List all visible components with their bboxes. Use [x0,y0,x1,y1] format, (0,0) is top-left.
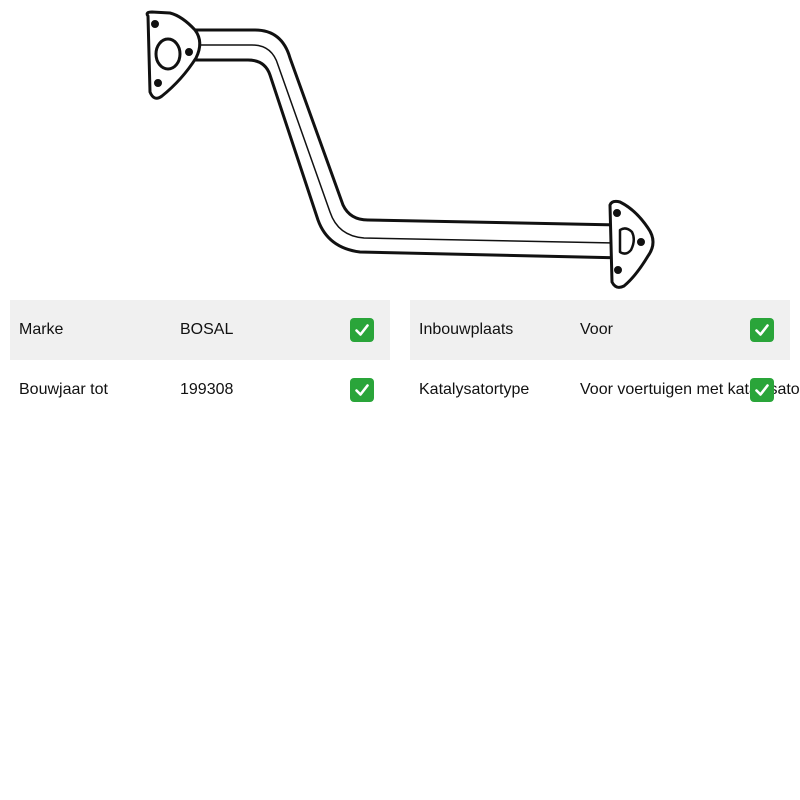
spec-row-inbouwplaats: Inbouwplaats Voor [410,300,790,360]
spec-label: Katalysatortype [419,381,530,398]
product-image [0,0,800,300]
check-icon [750,378,774,402]
spec-value: BOSAL [180,321,234,338]
spec-label: Marke [19,321,64,338]
spec-row-bouwjaar: Bouwjaar tot 199308 [10,360,390,420]
spec-label: Inbouwplaats [419,321,514,338]
spec-label: Bouwjaar tot [19,381,108,398]
spec-row-katalysatortype: Katalysatortype Voor voertuigen met kata… [410,360,800,420]
exhaust-pipe-icon [145,10,655,289]
check-icon [350,318,374,342]
spec-value: Voor [580,321,613,338]
spec-value: 199308 [180,381,234,398]
check-icon [750,318,774,342]
spec-column-right: Inbouwplaats Voor Katalysatortype Voor v… [410,300,800,420]
spec-value: Voor voertuigen met katalysator [580,381,800,398]
check-icon [350,378,374,402]
spec-table: Marke BOSAL Bouwjaar tot 199308 Inbouwpl… [10,300,800,420]
spec-row-marke: Marke BOSAL [10,300,390,360]
spec-column-left: Marke BOSAL Bouwjaar tot 199308 [10,300,390,420]
